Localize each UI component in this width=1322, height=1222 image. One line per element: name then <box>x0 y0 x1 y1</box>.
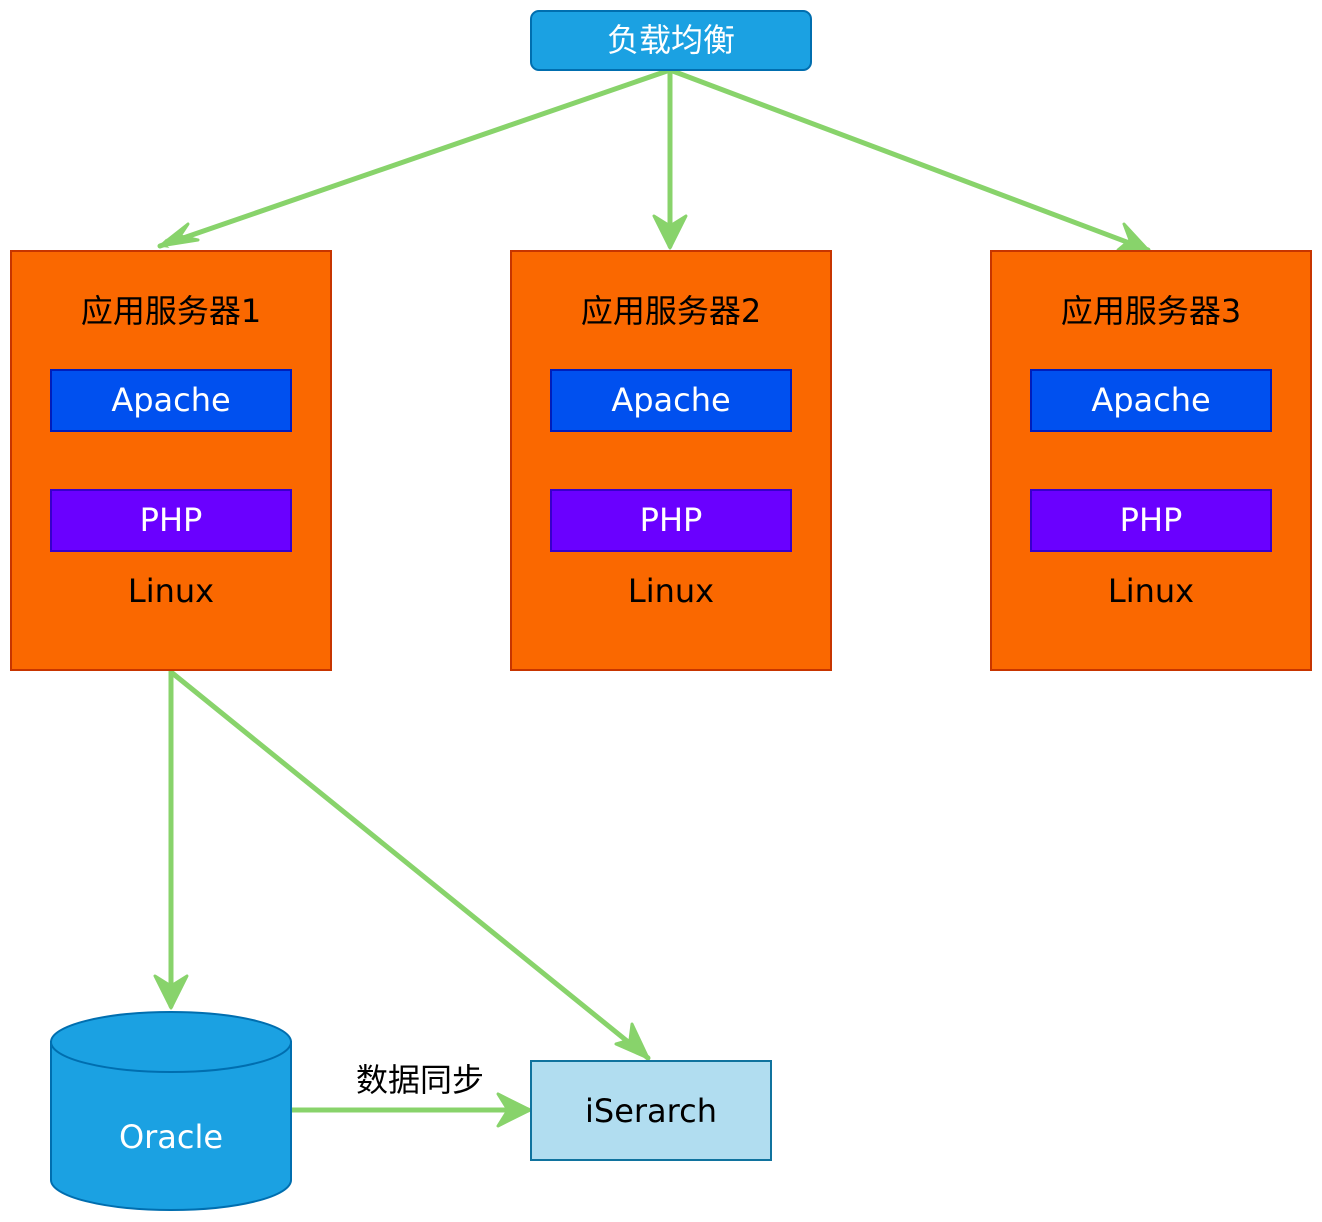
load-balancer-node[interactable]: 负载均衡 <box>530 10 812 71</box>
apache-label: Apache <box>111 381 230 419</box>
apache-label: Apache <box>611 381 730 419</box>
php-box <box>550 489 792 552</box>
arrowheads <box>153 214 1150 1128</box>
server-node-3[interactable]: 应用服务器3 Apache PHP Linux <box>990 250 1312 671</box>
database-node[interactable]: Oracle <box>50 1011 292 1211</box>
arrowhead-server2 <box>652 214 688 250</box>
arrowhead-oracle <box>153 974 189 1010</box>
database-top <box>50 1011 292 1073</box>
php-label: PHP <box>1120 501 1183 539</box>
edge-lb-to-server1 <box>157 67 673 249</box>
search-node[interactable]: iSerarch <box>530 1060 772 1161</box>
apache-box <box>1030 369 1272 432</box>
arrowhead-server3 <box>1116 222 1150 252</box>
apache-box <box>550 369 792 432</box>
database-label: Oracle <box>119 1118 223 1156</box>
arrowhead-sync <box>496 1092 532 1128</box>
os-label: Linux <box>128 572 214 610</box>
apache-box <box>50 369 292 432</box>
edge-lb-to-server3 <box>667 67 1151 253</box>
php-label: PHP <box>640 501 703 539</box>
sync-edge-label: 数据同步 <box>356 1061 484 1099</box>
edges <box>157 67 1151 1113</box>
os-label: Linux <box>628 572 714 610</box>
arrowhead-search <box>614 1022 650 1060</box>
php-label: PHP <box>140 501 203 539</box>
os-label: Linux <box>1108 572 1194 610</box>
search-label: iSerarch <box>585 1092 717 1130</box>
apache-label: Apache <box>1091 381 1210 419</box>
server-node-2[interactable]: 应用服务器2 Apache PHP Linux <box>510 250 832 671</box>
database-cylinder-icon <box>50 1041 292 1211</box>
arrowhead-server1 <box>158 222 200 248</box>
edge-server1-to-search <box>168 669 651 1061</box>
server-title: 应用服务器1 <box>81 292 261 330</box>
php-box <box>1030 489 1272 552</box>
php-box <box>50 489 292 552</box>
server-title: 应用服务器3 <box>1061 292 1241 330</box>
server-title: 应用服务器2 <box>581 292 761 330</box>
server-node-1[interactable]: 应用服务器1 Apache PHP Linux <box>10 250 332 671</box>
load-balancer-label: 负载均衡 <box>607 21 735 59</box>
